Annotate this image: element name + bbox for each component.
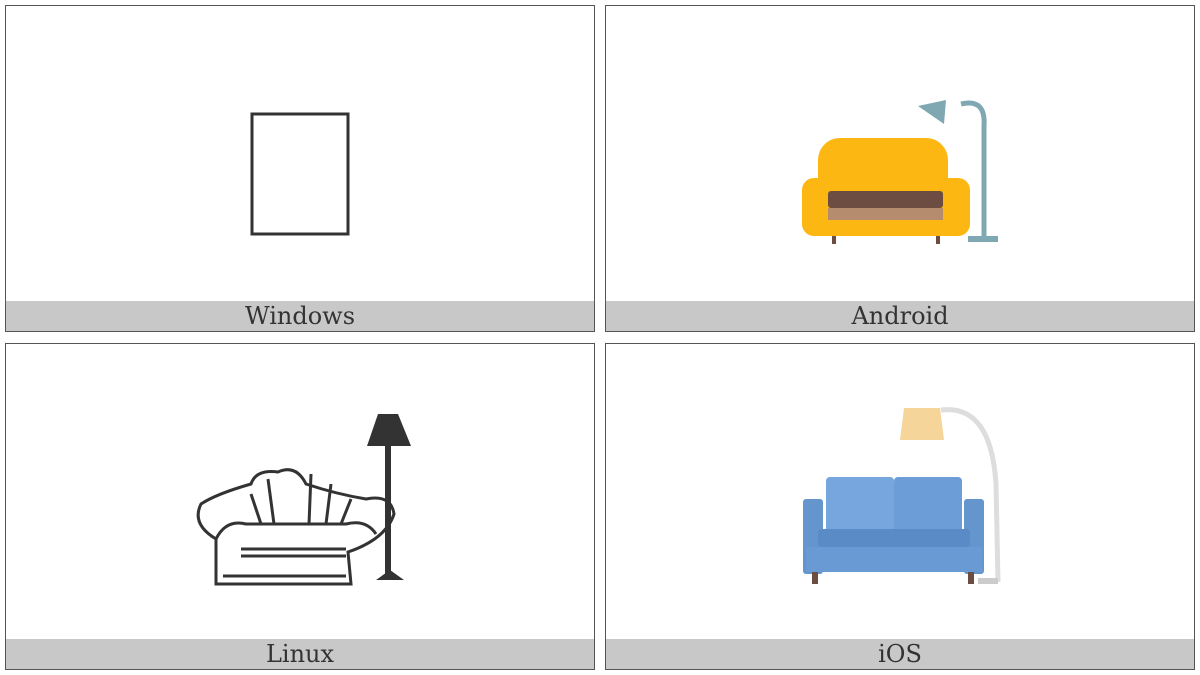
platform-label: Linux [6, 639, 594, 669]
missing-glyph-icon [250, 112, 350, 236]
panel-ios: iOS [605, 343, 1195, 670]
platform-label: Android [606, 301, 1194, 331]
couch-and-lamp-icon [802, 100, 998, 244]
panel-android: Android [605, 5, 1195, 332]
couch-and-lamp-icon [803, 407, 1001, 584]
panel-windows: Windows [5, 5, 595, 332]
panel-linux: Linux [5, 343, 595, 670]
platform-label: iOS [606, 639, 1194, 669]
couch-and-lamp-icon [196, 414, 411, 586]
platform-label: Windows [6, 301, 594, 331]
